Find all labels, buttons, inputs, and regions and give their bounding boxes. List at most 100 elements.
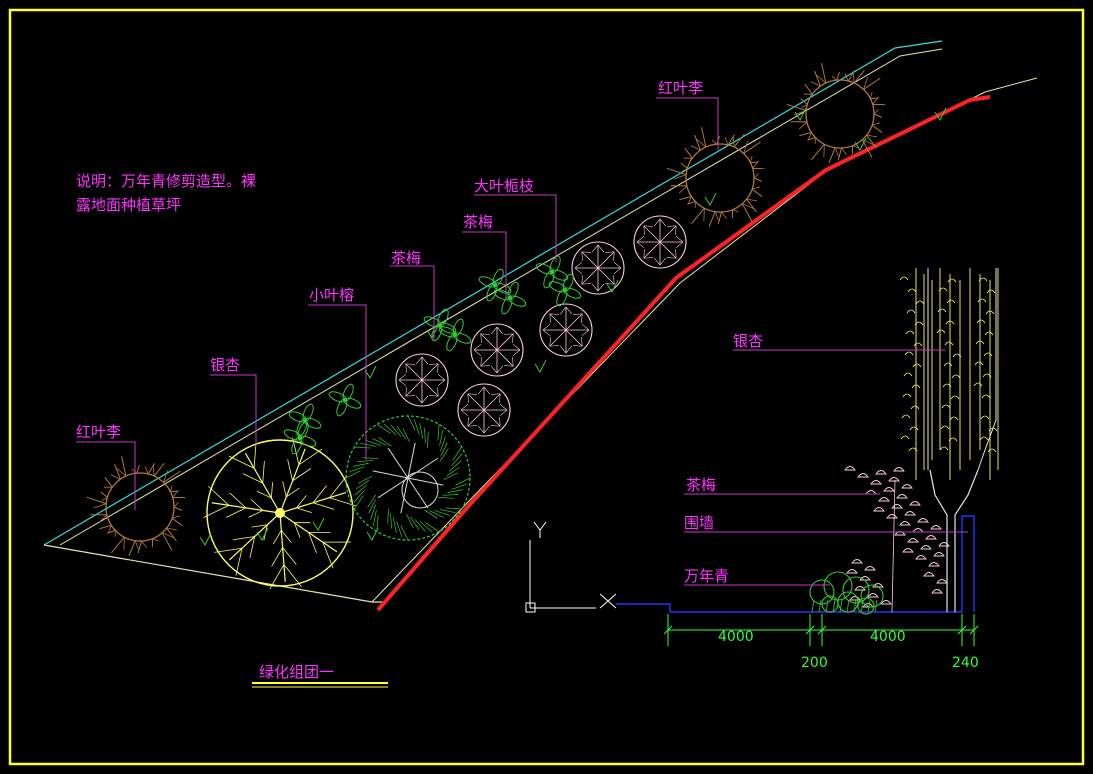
ginkgo-leaf [986,289,996,294]
banyan-texture [424,509,438,519]
wannianqing-stem [825,599,829,613]
ginkgo-leaf [937,308,947,313]
ginkgo-twig [282,547,297,565]
camellia-leaf [893,467,905,472]
banyan-texture [443,472,458,480]
camellia-leaf [923,572,935,577]
camellia-ray [467,417,469,427]
camellia-leaf [904,511,916,516]
camellia-ray [643,249,645,259]
banyan-texture [383,423,397,435]
banyan-texture [370,504,376,520]
banyan-texture [455,477,471,486]
tree-spike [753,173,759,179]
banyan-texture [368,499,376,514]
tree-spike [853,70,865,84]
grass-mark [256,527,269,542]
banyan-texture [440,436,446,452]
tree-spike [93,503,107,509]
drawing-title: 绿化组团一 [259,663,334,681]
banyan-texture [437,424,440,441]
ginkgo-leaf [905,330,915,335]
camellia-leaf [846,569,858,574]
banyan-texture [355,480,370,490]
camellia-ray [643,225,661,243]
camellia-ray [467,393,477,395]
ginkgo-twig [296,507,312,514]
banyan-texture [407,415,416,431]
camellia-leaf [880,600,892,605]
label-chamei-1: 茶梅 [391,249,421,267]
camellia-leaf [917,518,929,523]
note-block: 说明：万年青修剪造型。裸 露地面种植草坪 [76,172,256,214]
camellia-ray [480,365,490,367]
camellia-ray [504,365,514,367]
ginkgo-leaf [949,416,959,421]
tree-spike [111,536,125,554]
banyan-texture [390,424,402,437]
camellia-leaf [851,559,863,564]
tree-spike [152,465,155,477]
tree-spike [166,527,177,542]
ginkgo-leaf [940,425,950,430]
tree-spike [99,524,112,530]
camellia-ray [467,393,469,403]
camellia-ray [659,225,677,243]
grass-mark [606,279,619,294]
shrub-center [438,323,442,327]
ginkgo-leaf [942,383,952,388]
tree-spike [811,143,825,161]
camellia-ray [437,379,446,387]
grass-mark [854,137,867,152]
tree-spike [873,109,879,115]
banyan-tree-plan [345,415,471,541]
banyan-texture [439,430,444,447]
banyan-branch [407,457,439,479]
ginkgo-leaf [902,393,912,398]
tree-spike [799,131,812,137]
camellia-leaf [859,576,871,581]
ginkgo-twig [282,481,287,498]
camellia-ray [605,283,615,285]
ginkgo-twig [214,547,243,553]
camellia-ray [499,417,501,427]
ginkgo-twig [262,461,265,484]
camellia-leaf [938,542,950,547]
tree-spike [743,141,761,154]
camellia-ray [490,365,498,374]
camellia-ray [512,349,521,357]
camellia-ray [573,345,583,347]
ginkgo-leaf [901,414,911,419]
camellia-ray [559,306,567,315]
camellia-leaf [909,501,921,506]
banyan-texture [362,457,378,459]
tree-spike [727,134,736,146]
camellia-ray [415,356,423,365]
section-leaders [684,349,968,586]
ginkgo-leaf [908,447,918,452]
label-weiqiang: 围墙 [684,514,714,532]
camellia-ray [542,323,551,331]
ginkgo-leaf [907,288,917,293]
label-xiaoyerong: 小叶榕 [309,286,354,304]
ginkgo-twig [329,475,348,498]
camellia-ray [405,363,415,365]
camellia-ray [512,333,514,343]
camellia-ray [421,395,429,404]
camellia-leaf [936,579,948,584]
ginkgo-leaf [978,277,988,282]
tree-spike [746,198,757,213]
camellia-ray [675,241,684,249]
camellia-ray [581,337,583,347]
ginkgo-twig [250,499,264,511]
camellia-stem [891,479,896,613]
ginkgo-leaf [975,340,985,345]
dimension-200: 200 [801,655,828,671]
tree-spike [104,477,113,488]
tree-spike [828,147,836,163]
ginkgo-twig [256,490,272,499]
tree-spike [134,540,140,551]
ginkgo-leaf [939,446,949,451]
wannianqing-clump [821,595,839,613]
grass-mark [704,192,717,207]
